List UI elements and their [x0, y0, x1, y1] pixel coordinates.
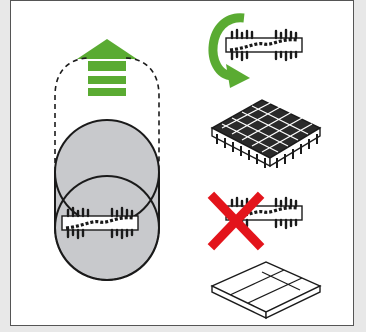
cylinder-icon [54, 119, 160, 281]
lift-path-dashed [54, 57, 160, 172]
upload-arrow-icon [77, 39, 137, 96]
rotate-icon [208, 13, 250, 88]
pin-grid-array-icon [210, 99, 322, 168]
prohibited-icon [207, 191, 265, 251]
plate-icon [210, 261, 322, 320]
pin-comb-rotated [224, 28, 304, 62]
